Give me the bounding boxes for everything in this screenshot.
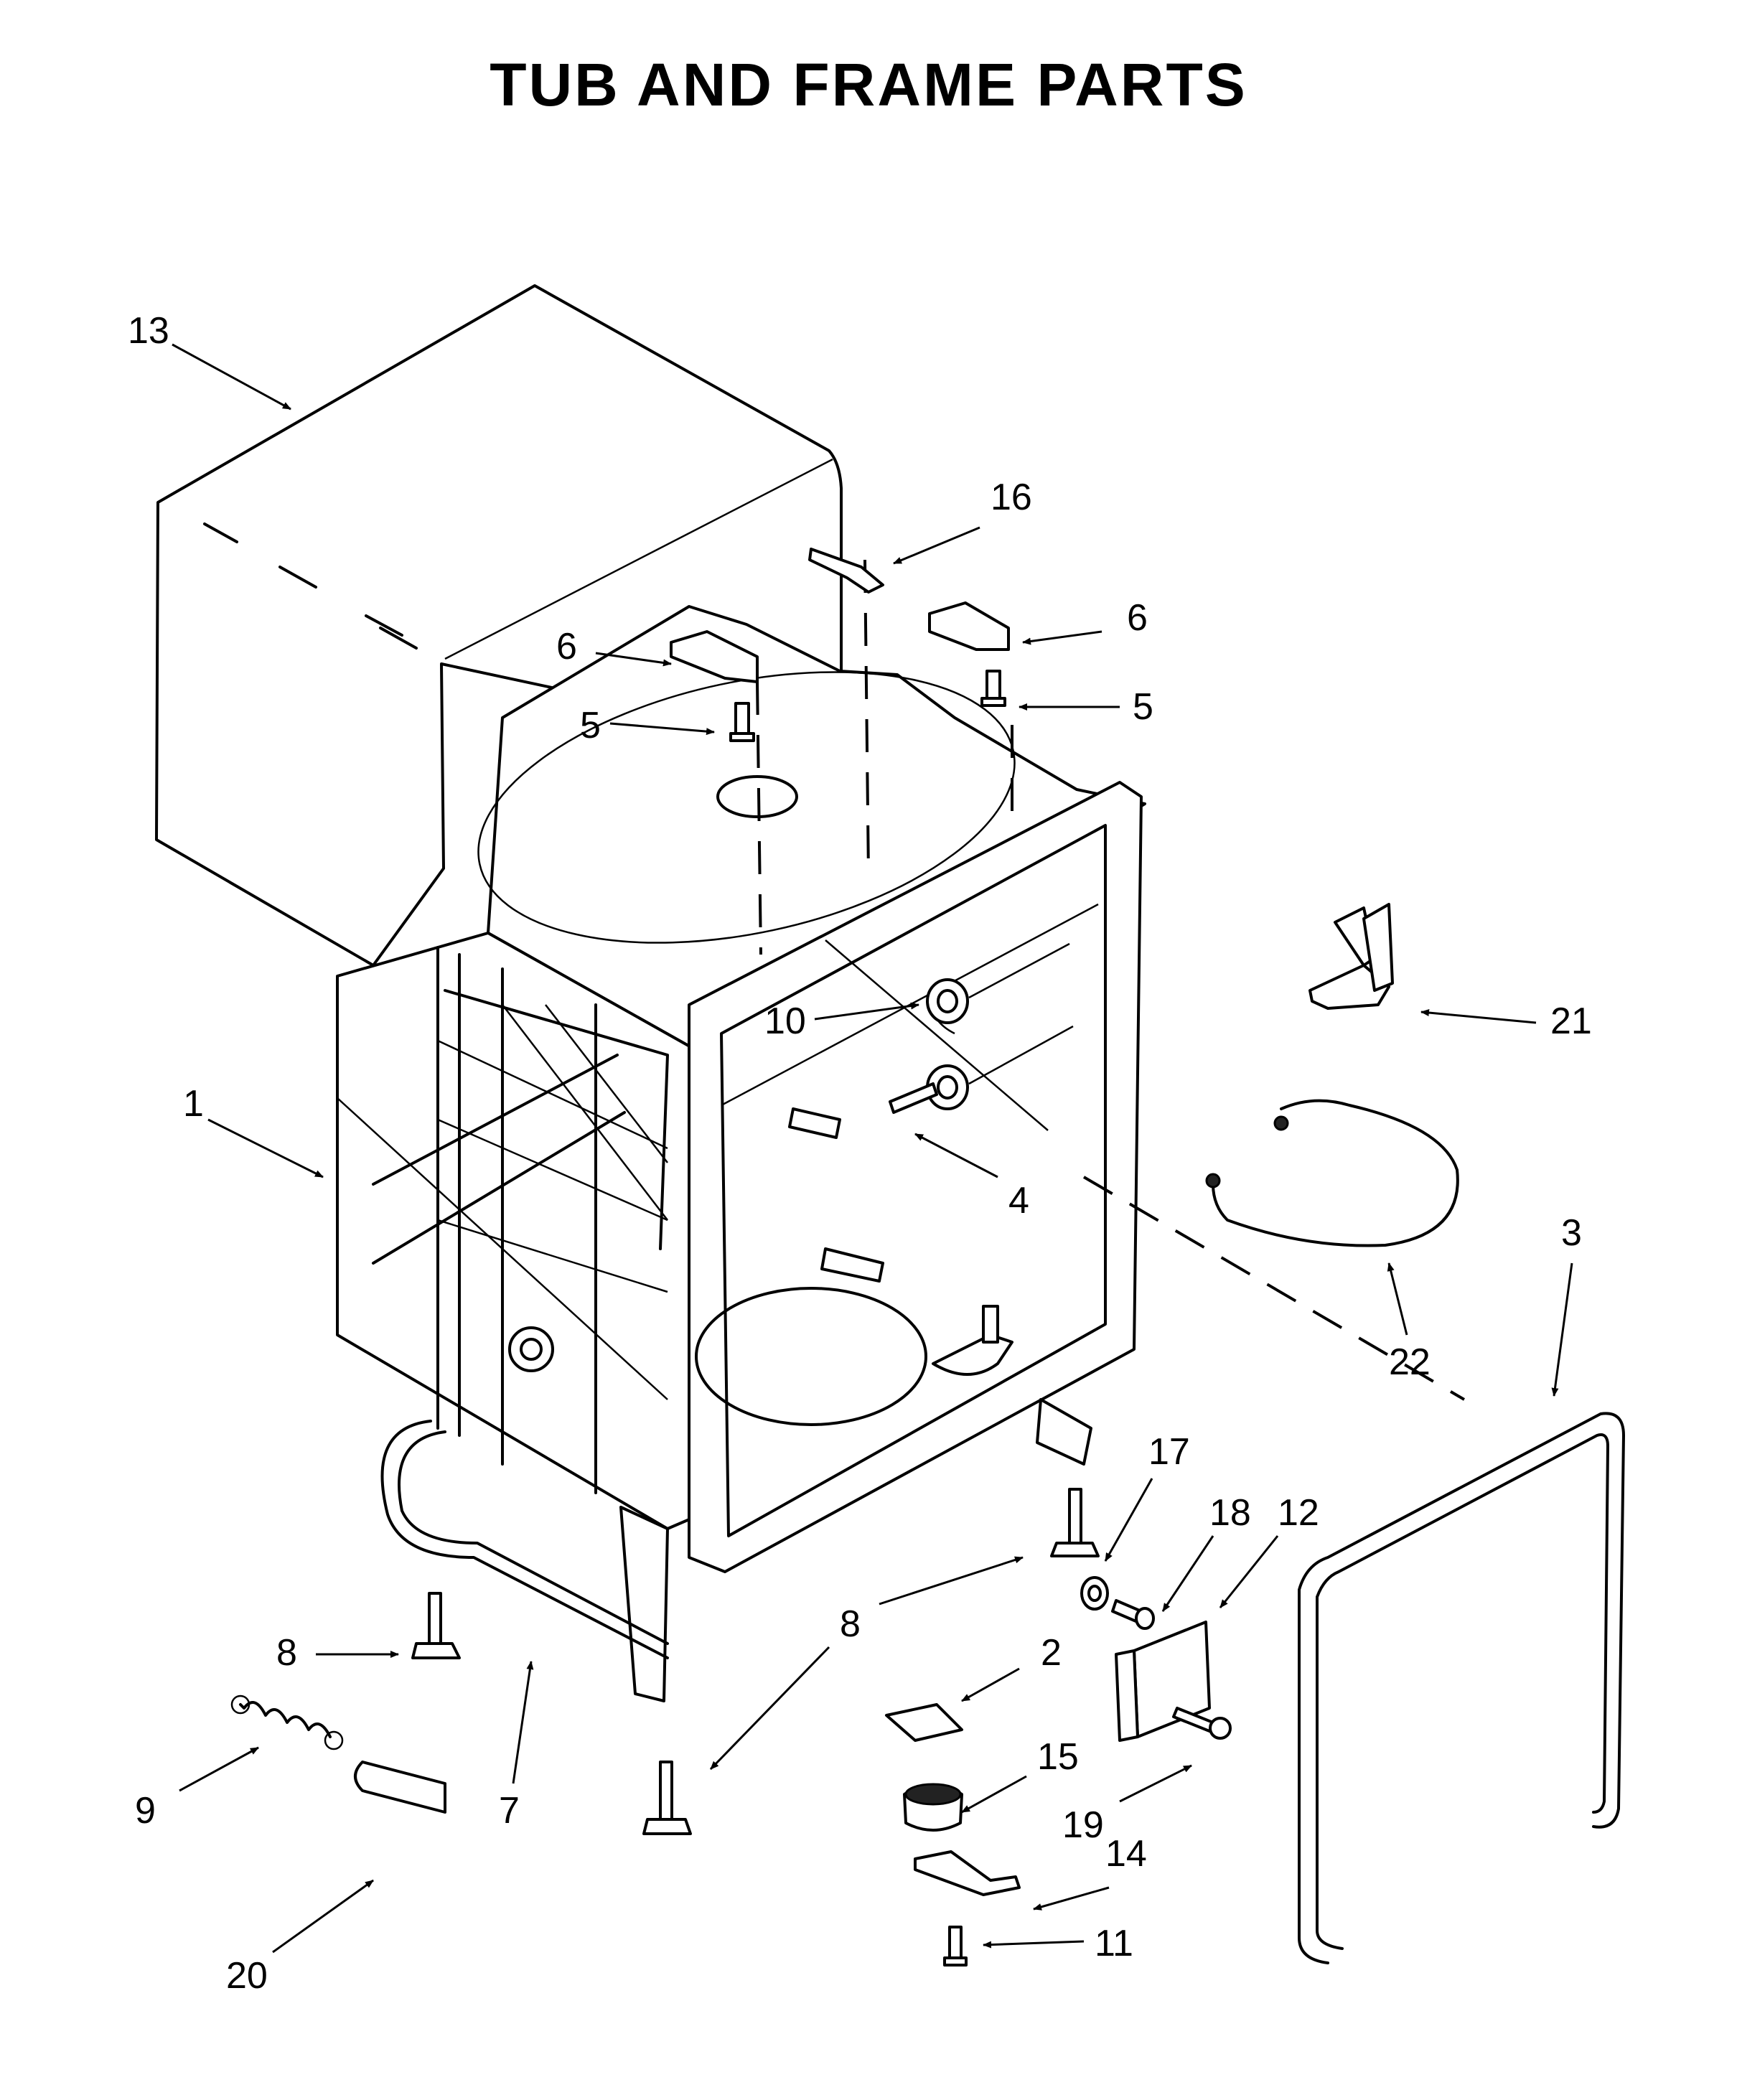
callout-20: 20 [226, 1955, 268, 1997]
part-15-thermostat [903, 1783, 963, 1832]
callout-8-center: 8 [840, 1603, 861, 1645]
callout-17: 17 [1148, 1431, 1190, 1473]
part-8-leg-right [1050, 1488, 1100, 1557]
part-16-bracket [808, 548, 884, 594]
part-3-door-gasket [1298, 1412, 1625, 1964]
callout-7: 7 [499, 1790, 520, 1832]
part-10-grommets [926, 942, 1074, 1110]
part-21-bracket [1308, 903, 1394, 1010]
part-6-right-bracket [928, 601, 1010, 651]
part-5-left-screw [729, 702, 755, 742]
part-9-spring [230, 1694, 344, 1750]
part-11-screw [943, 1926, 968, 1967]
part-20-pad [354, 1761, 446, 1814]
tub-assembly [336, 605, 1146, 1702]
callout-19: 19 [1062, 1804, 1104, 1846]
callout-21: 21 [1550, 1000, 1592, 1042]
callout-2: 2 [1041, 1632, 1062, 1674]
callout-11: 11 [1095, 1923, 1133, 1964]
part-5-right-screw [980, 670, 1006, 707]
callout-10: 10 [764, 1000, 806, 1042]
callout-15: 15 [1037, 1736, 1079, 1778]
callout-6-left: 6 [556, 626, 577, 667]
callout-3: 3 [1561, 1212, 1582, 1254]
part-8-leg-center [642, 1761, 692, 1835]
part-13-insulation-blanket [155, 284, 843, 967]
part-4-screw [889, 1082, 938, 1114]
callout-12: 12 [1278, 1492, 1319, 1534]
assembly-guide-lines [756, 559, 1466, 1401]
side-rack-frame [337, 946, 669, 1494]
callout-6-right: 6 [1127, 597, 1148, 639]
callout-4: 4 [1008, 1180, 1029, 1222]
part-17-washer [1080, 1576, 1109, 1611]
callout-16: 16 [991, 477, 1032, 518]
callout-18: 18 [1209, 1492, 1251, 1534]
diagram-title: TUB AND FRAME PARTS [490, 51, 1247, 118]
callout-5-left: 5 [580, 705, 601, 746]
callout-labels: 13 16 6 6 5 5 21 1 10 4 3 22 17 18 12 8 … [128, 310, 1592, 1997]
part-22-wire-harness [1205, 1099, 1459, 1247]
callout-1: 1 [183, 1083, 204, 1125]
callout-9: 9 [135, 1790, 156, 1832]
callout-8-left: 8 [276, 1632, 297, 1674]
part-19-screw [1172, 1707, 1232, 1740]
part-18-screw [1111, 1599, 1155, 1630]
part-6-left-bracket [670, 630, 759, 683]
callout-13: 13 [128, 310, 169, 352]
callout-22: 22 [1389, 1341, 1431, 1383]
leader-lines [172, 343, 1573, 1954]
part-14-bracket [914, 1850, 1021, 1896]
part-2-pad [885, 1703, 963, 1742]
callout-14: 14 [1105, 1833, 1147, 1875]
part-12-bracket [1115, 1621, 1211, 1742]
callout-5-right: 5 [1133, 686, 1153, 728]
part-8-leg-left [411, 1592, 461, 1659]
